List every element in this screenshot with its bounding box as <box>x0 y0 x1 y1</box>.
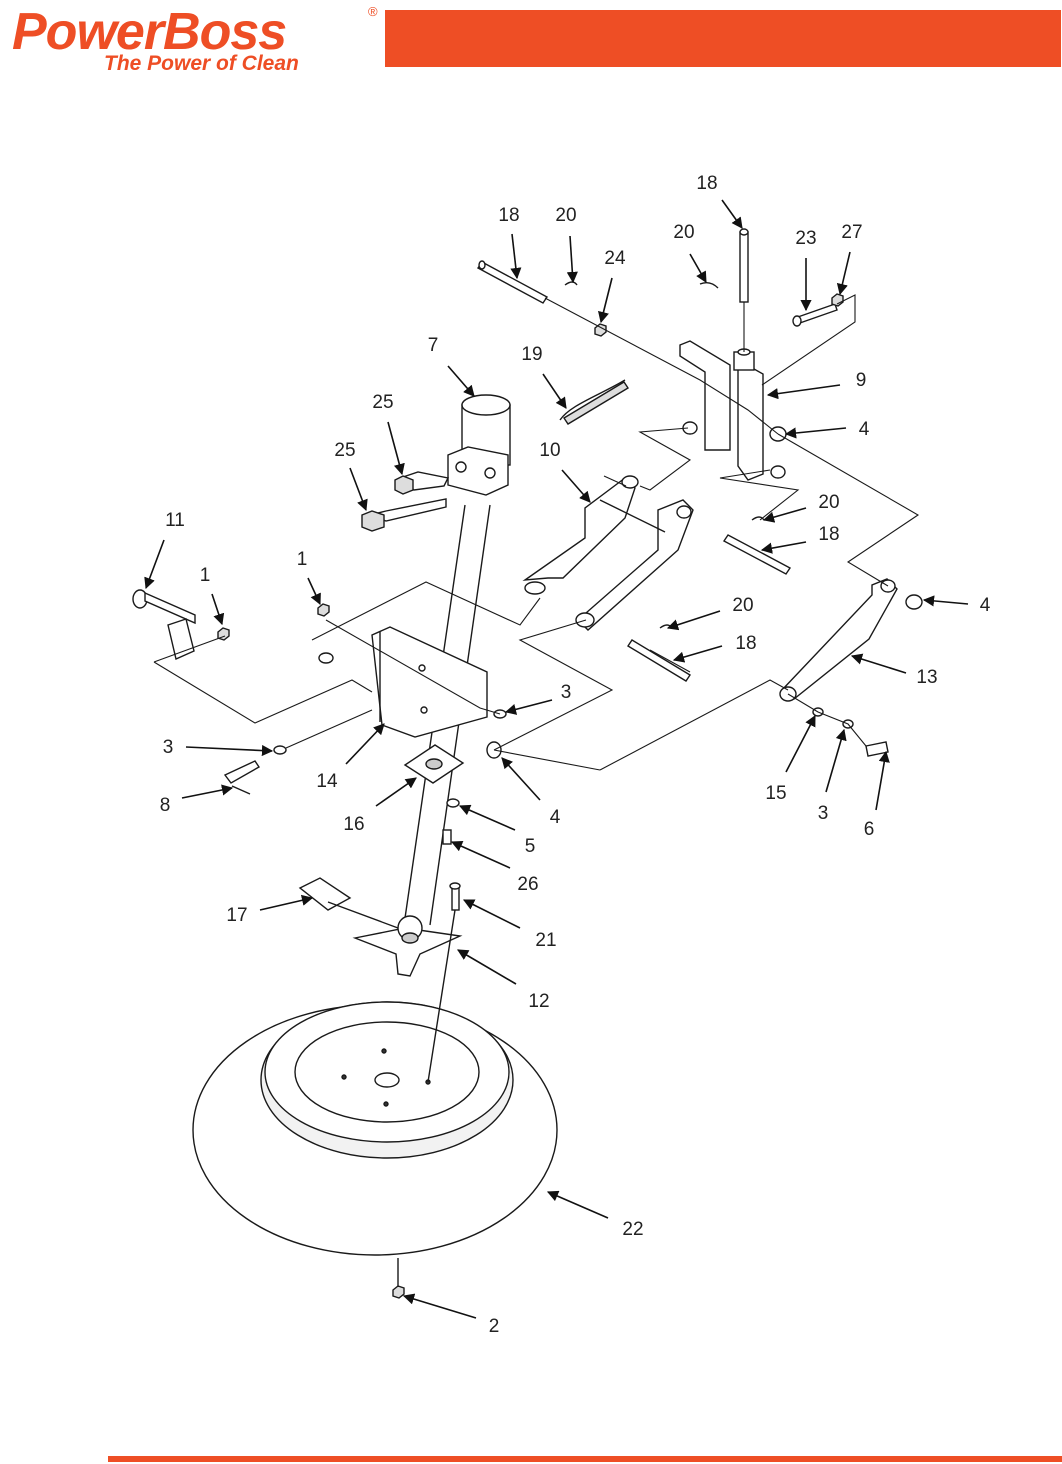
callout-18: 18 <box>735 633 756 654</box>
callout-3: 3 <box>818 803 829 824</box>
callout-7: 7 <box>428 335 439 356</box>
callout-9: 9 <box>856 370 867 391</box>
callout-18: 18 <box>498 205 519 226</box>
callout-10: 10 <box>539 440 560 461</box>
callout-25: 25 <box>372 392 393 413</box>
logo-tagline: The Power of Clean <box>104 52 299 75</box>
powerboss-logo: PowerBoss ® The Power of Clean <box>12 4 382 76</box>
callout-20: 20 <box>555 205 576 226</box>
callout-4: 4 <box>859 419 870 440</box>
callout-19: 19 <box>521 344 542 365</box>
callout-15: 15 <box>765 783 786 804</box>
footer-accent-bar <box>108 1456 1062 1462</box>
callout-1: 1 <box>200 565 211 586</box>
callout-24: 24 <box>604 248 626 269</box>
header-accent-bar <box>385 10 1061 67</box>
callout-20: 20 <box>732 595 753 616</box>
callout-16: 16 <box>343 814 364 835</box>
callout-22: 22 <box>622 1219 643 1240</box>
callout-25: 25 <box>334 440 355 461</box>
callout-20: 20 <box>673 222 694 243</box>
callout-5: 5 <box>525 836 536 857</box>
callout-1: 1 <box>297 549 308 570</box>
callout-18: 18 <box>818 524 839 545</box>
callout-8: 8 <box>160 795 171 816</box>
callout-26: 26 <box>517 874 538 895</box>
callout-20: 20 <box>818 492 839 513</box>
logo-registered-mark: ® <box>368 4 378 19</box>
callout-21: 21 <box>535 930 556 951</box>
callout-2: 2 <box>489 1316 500 1337</box>
callout-13: 13 <box>916 667 937 688</box>
callout-11: 11 <box>165 510 185 531</box>
callout-14: 14 <box>316 771 338 792</box>
callout-4: 4 <box>980 595 991 616</box>
logo-wordmark: PowerBoss <box>12 3 287 61</box>
callout-4: 4 <box>550 807 561 828</box>
callout-3: 3 <box>561 682 572 703</box>
callout-12: 12 <box>528 991 549 1012</box>
callout-6: 6 <box>864 819 875 840</box>
callout-27: 27 <box>841 222 862 243</box>
callout-23: 23 <box>795 228 816 249</box>
callout-3: 3 <box>163 737 174 758</box>
callout-18: 18 <box>696 173 717 194</box>
callout-17: 17 <box>226 905 247 926</box>
